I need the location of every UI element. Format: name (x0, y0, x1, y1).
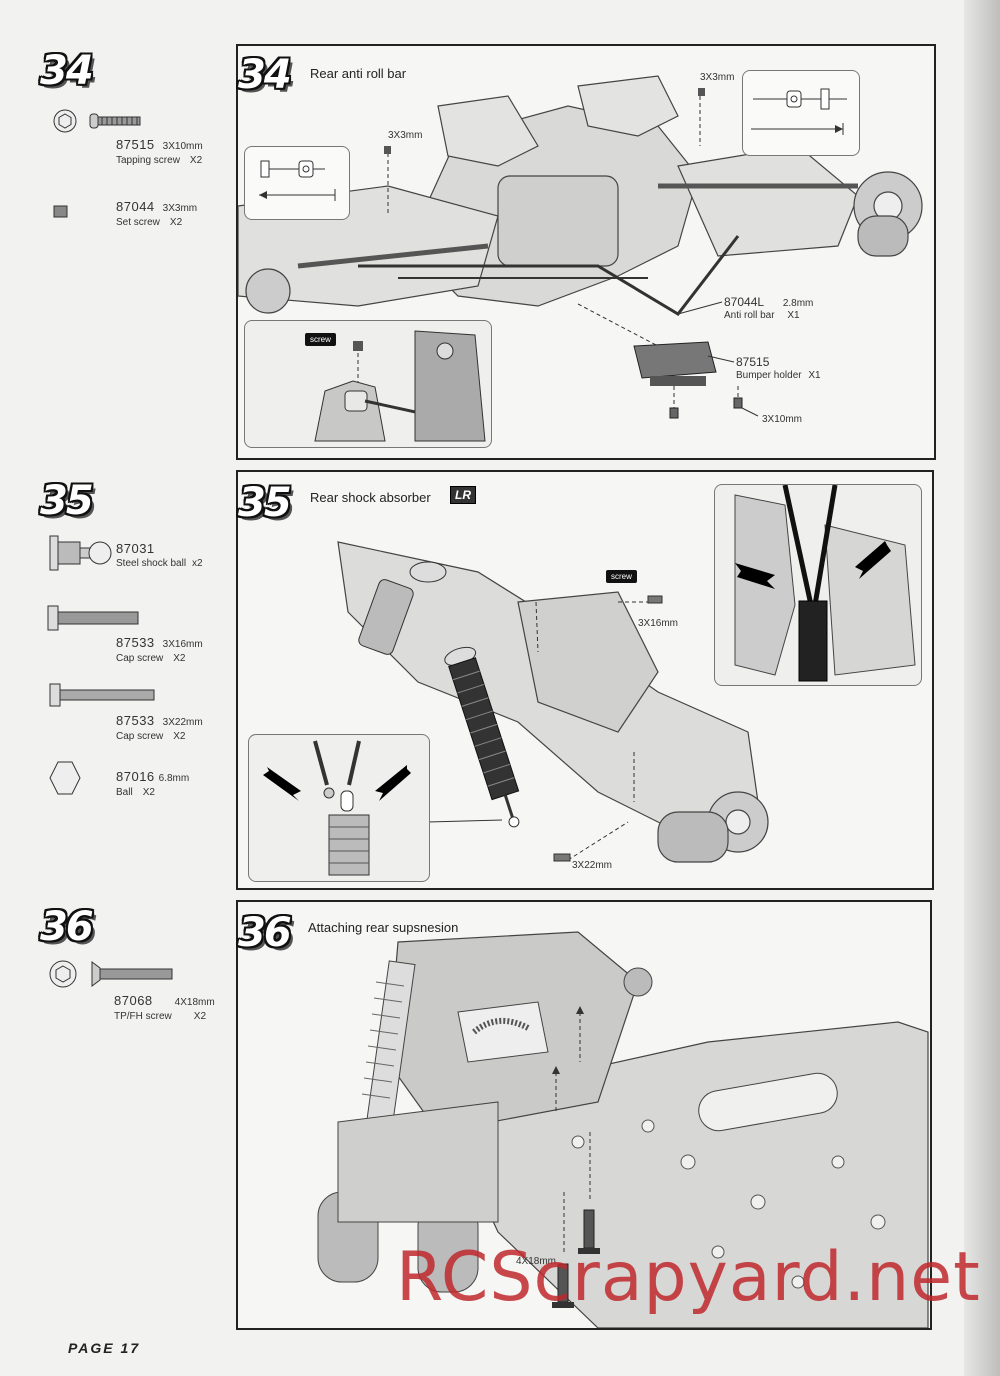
step-36-title: Attaching rear supsnesion (308, 920, 459, 935)
flat-head-screw-icon (49, 960, 173, 988)
step-36-number-panel: 36 (238, 910, 292, 956)
shaft-detail-right (742, 70, 860, 156)
step-36-panel: 36 Attaching rear supsnesion (236, 900, 932, 1330)
step-35-title: Rear shock absorber (310, 490, 431, 505)
shock-absorber-assembly-illustration (337, 541, 769, 863)
step-35-number-left: 35 (40, 478, 94, 524)
step-34-number-left: 34 (40, 48, 94, 94)
step-34-closeup-inset: screw (244, 320, 492, 448)
antiroll-bar-label: 87044L 2.8mm Anti roll bar X1 (724, 295, 814, 321)
cap-screw-22-icon (49, 683, 155, 707)
page-spine-shadow (964, 0, 1000, 1376)
setscrew-size-right: 3X3mm (700, 72, 735, 83)
bumper-screw-size: 3X10mm (762, 414, 803, 425)
page-number: PAGE 17 (68, 1340, 141, 1356)
screw-tag-35: screw (606, 570, 637, 583)
set-screw-closeup-illustration (314, 330, 486, 442)
screw-size-36: 4X18mm (516, 1256, 557, 1267)
step-34-title: Rear anti roll bar (310, 66, 407, 81)
bumper-holder-label: 87515 Bumper holder X1 (736, 355, 821, 381)
pliers-installation-illustration (734, 485, 916, 682)
watermark-text: RCScrapyard.net (396, 1238, 981, 1317)
step-34-panel: 34 Rear anti roll bar (236, 44, 936, 460)
lr-badge: LR (450, 486, 476, 504)
shaft-detail-left (244, 146, 350, 220)
step-35-pliers-inset (714, 484, 922, 686)
ball-pliers-closeup-illustration (263, 740, 411, 876)
screw-tag: screw (305, 333, 336, 346)
screw-size-top: 3X16mm (638, 618, 679, 629)
anti-roll-bar-assembly-illustration (238, 75, 923, 419)
tapping-screw-icon (53, 109, 141, 133)
set-screw-icon (53, 205, 68, 218)
step-34-number-panel: 34 (238, 52, 292, 98)
shaft-collar-icon (259, 160, 336, 201)
shaft-collar-icon-right (751, 88, 847, 135)
ball-icon (49, 761, 81, 795)
step-35-panel: 35 Rear shock absorber LR (236, 470, 934, 890)
rear-suspension-chassis-illustration (317, 931, 929, 1328)
shock-ball-icon (49, 535, 112, 571)
step-35-ball-inset (248, 734, 430, 882)
cap-screw-16-icon (47, 605, 139, 631)
screw-size-bottom: 3X22mm (572, 860, 613, 871)
setscrew-size-left: 3X3mm (388, 130, 423, 141)
step-35-number-panel: 35 (238, 480, 292, 526)
step-36-number-left: 36 (40, 904, 94, 950)
